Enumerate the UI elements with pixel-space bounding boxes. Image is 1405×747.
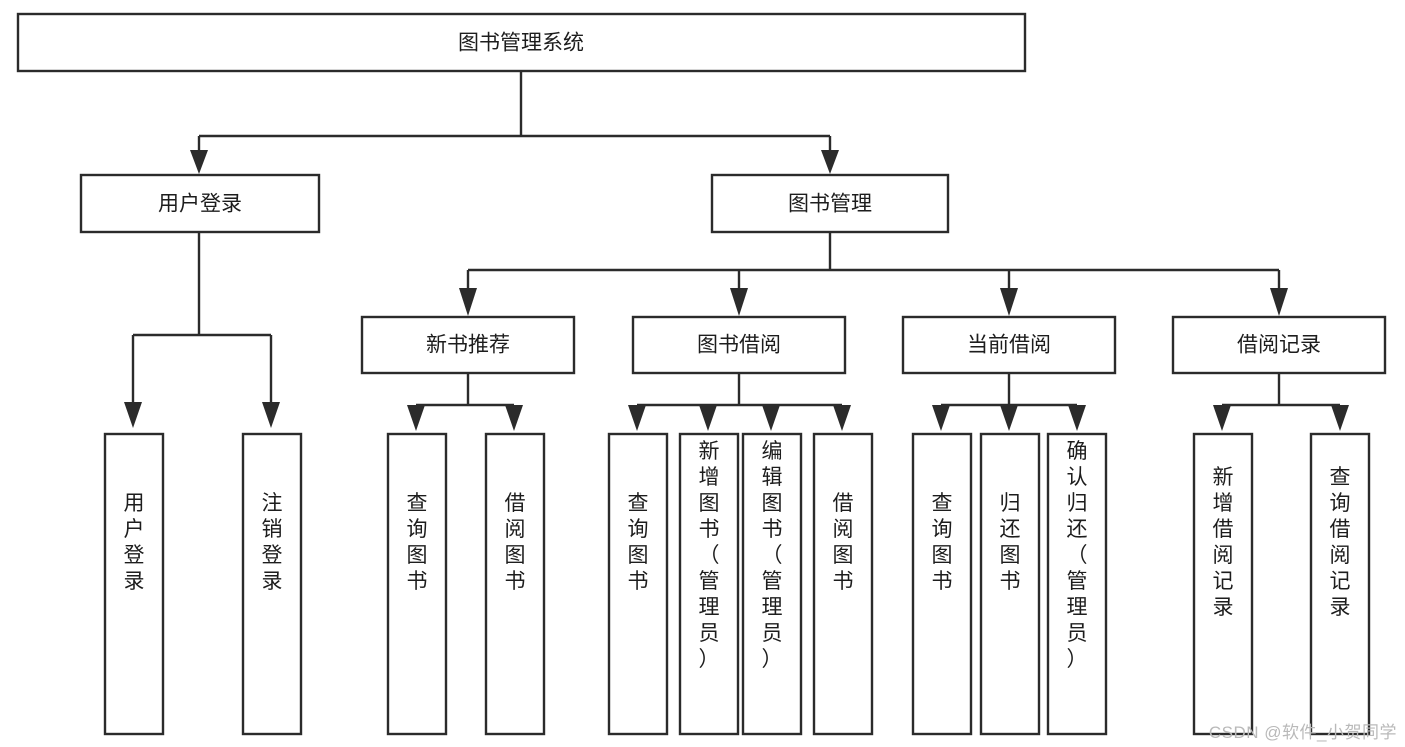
node-root[interactable]: 图书管理系统 bbox=[16, 12, 1027, 73]
arrow-head-book-management bbox=[821, 150, 839, 174]
node-leaf-borrow-book-1-box[interactable] bbox=[484, 432, 546, 736]
node-leaf-query-book-1-box[interactable] bbox=[386, 432, 448, 736]
node-leaf-borrow-book-2-label: 借阅图书 bbox=[833, 492, 854, 593]
connector-group-user-login bbox=[124, 232, 280, 428]
arrow-head-book-borrow bbox=[730, 288, 748, 316]
node-leaf-add-record-box[interactable] bbox=[1192, 432, 1254, 736]
node-leaf-add-book-box[interactable] bbox=[678, 432, 740, 736]
arrow-head-borrow-record bbox=[1270, 288, 1288, 316]
node-book-management[interactable]: 图书管理 bbox=[710, 173, 950, 234]
node-leaf-return-book-label: 归还图书 bbox=[1000, 492, 1021, 593]
node-user-login-box[interactable] bbox=[79, 173, 321, 234]
node-leaf-return-book[interactable]: 归还图书 bbox=[979, 432, 1041, 736]
node-leaf-edit-book[interactable]: 编辑图书（管理员） bbox=[741, 432, 803, 736]
node-leaf-query-book-3-box[interactable] bbox=[911, 432, 973, 736]
node-new-book-recommend-label: 新书推荐 bbox=[426, 334, 510, 357]
node-leaf-add-record-label: 新增借阅记录 bbox=[1213, 466, 1234, 619]
node-new-book-recommend[interactable]: 新书推荐 bbox=[360, 315, 576, 375]
node-leaf-edit-book-box[interactable] bbox=[741, 432, 803, 736]
node-leaf-query-record[interactable]: 查询借阅记录 bbox=[1309, 432, 1371, 736]
node-user-login[interactable]: 用户登录 bbox=[79, 173, 321, 234]
arrow-head-leaf-edit-book bbox=[762, 405, 780, 431]
node-user-login-label: 用户登录 bbox=[158, 193, 242, 216]
node-book-borrow-label: 图书借阅 bbox=[697, 334, 781, 357]
node-leaf-query-book-2-label: 查询图书 bbox=[628, 492, 649, 593]
arrow-head-leaf-confirm-return bbox=[1068, 405, 1086, 431]
node-leaf-confirm-return-label: 确认归还（管理员） bbox=[1067, 440, 1088, 671]
node-leaf-borrow-book-1-label: 借阅图书 bbox=[505, 492, 526, 593]
arrow-head-user-login bbox=[190, 150, 208, 174]
node-leaf-user-login-box[interactable] bbox=[103, 432, 165, 736]
arrow-head-current-borrow bbox=[1000, 288, 1018, 316]
arrow-head-leaf-add-book bbox=[699, 405, 717, 431]
node-borrow-record-box[interactable] bbox=[1171, 315, 1387, 375]
node-book-borrow[interactable]: 图书借阅 bbox=[631, 315, 847, 375]
arrow-head-leaf-add-record bbox=[1213, 405, 1231, 431]
arrow-head-leaf-query-book-1 bbox=[407, 405, 425, 431]
node-borrow-record-label: 借阅记录 bbox=[1237, 334, 1321, 357]
node-book-borrow-box[interactable] bbox=[631, 315, 847, 375]
connector-group-book-borrow bbox=[628, 373, 851, 431]
node-leaf-logout-login[interactable]: 注销登录 bbox=[241, 432, 303, 736]
arrow-head-leaf-logout-login bbox=[262, 402, 280, 428]
node-leaf-query-book-3-label: 查询图书 bbox=[932, 492, 953, 593]
node-leaf-user-login-label: 用户登录 bbox=[124, 492, 145, 593]
arrow-head-leaf-query-book-2 bbox=[628, 405, 646, 431]
node-leaf-logout-login-label: 注销登录 bbox=[262, 492, 283, 593]
connector-group-current-borrow bbox=[932, 373, 1086, 431]
node-leaf-borrow-book-1[interactable]: 借阅图书 bbox=[484, 432, 546, 736]
node-new-book-recommend-box[interactable] bbox=[360, 315, 576, 375]
node-leaf-add-book[interactable]: 新增图书（管理员） bbox=[678, 432, 740, 736]
node-book-management-label: 图书管理 bbox=[788, 193, 872, 216]
arrow-head-leaf-borrow-book-1 bbox=[505, 405, 523, 431]
node-root-box[interactable] bbox=[16, 12, 1027, 73]
arrow-head-leaf-user-login bbox=[124, 402, 142, 428]
node-leaf-query-book-1-label: 查询图书 bbox=[407, 492, 428, 593]
node-leaf-query-record-box[interactable] bbox=[1309, 432, 1371, 736]
arrow-head-leaf-query-record bbox=[1331, 405, 1349, 431]
arrow-head-leaf-return-book bbox=[1000, 405, 1018, 431]
arrow-head-leaf-query-book-3 bbox=[932, 405, 950, 431]
node-leaf-borrow-book-2-box[interactable] bbox=[812, 432, 874, 736]
node-leaf-return-book-box[interactable] bbox=[979, 432, 1041, 736]
arrow-head-leaf-borrow-book-2 bbox=[833, 405, 851, 431]
connector-group-new-book-recommend bbox=[407, 373, 523, 431]
node-book-management-box[interactable] bbox=[710, 173, 950, 234]
node-borrow-record[interactable]: 借阅记录 bbox=[1171, 315, 1387, 375]
node-leaf-add-book-label: 新增图书（管理员） bbox=[699, 440, 720, 671]
node-root-label: 图书管理系统 bbox=[458, 32, 584, 55]
node-leaf-user-login[interactable]: 用户登录 bbox=[103, 432, 165, 736]
node-leaf-borrow-book-2[interactable]: 借阅图书 bbox=[812, 432, 874, 736]
node-leaf-query-book-2-box[interactable] bbox=[607, 432, 669, 736]
node-leaf-query-book-3[interactable]: 查询图书 bbox=[911, 432, 973, 736]
node-leaf-add-record[interactable]: 新增借阅记录 bbox=[1192, 432, 1254, 736]
node-current-borrow-label: 当前借阅 bbox=[967, 334, 1051, 357]
node-leaf-query-record-label: 查询借阅记录 bbox=[1330, 466, 1351, 619]
node-leaf-confirm-return-box[interactable] bbox=[1046, 432, 1108, 736]
connector-group-root bbox=[190, 71, 839, 174]
connector-group-borrow-record bbox=[1213, 373, 1349, 431]
connector-group-book-management bbox=[459, 232, 1288, 316]
node-leaf-logout-login-box[interactable] bbox=[241, 432, 303, 736]
node-leaf-edit-book-label: 编辑图书（管理员） bbox=[762, 440, 783, 671]
node-leaf-query-book-1[interactable]: 查询图书 bbox=[386, 432, 448, 736]
node-leaf-confirm-return[interactable]: 确认归还（管理员） bbox=[1046, 432, 1108, 736]
node-current-borrow-box[interactable] bbox=[901, 315, 1117, 375]
node-leaf-query-book-2[interactable]: 查询图书 bbox=[607, 432, 669, 736]
node-current-borrow[interactable]: 当前借阅 bbox=[901, 315, 1117, 375]
arrow-head-new-book-recommend bbox=[459, 288, 477, 316]
